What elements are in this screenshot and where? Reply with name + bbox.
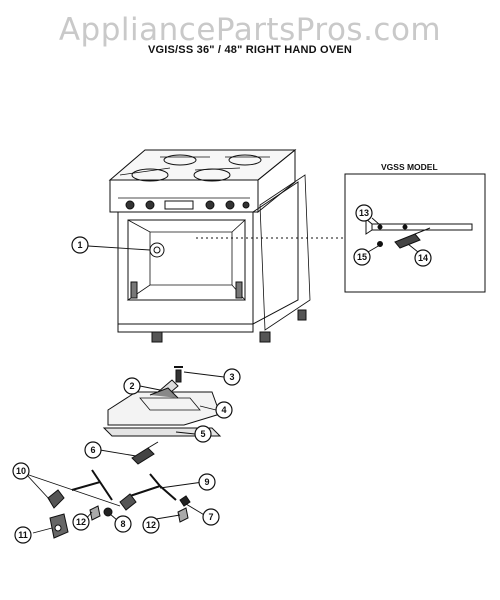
svg-text:2: 2 — [129, 381, 134, 391]
part-12-clip-b — [177, 507, 189, 523]
callout-1: 1 — [71, 236, 89, 254]
part-9-tubes — [71, 469, 177, 501]
diagram-title: VGIS/SS 36" / 48" RIGHT HAND OVEN — [147, 44, 353, 56]
callout-5: 5 — [194, 425, 212, 443]
part-3-screw — [174, 366, 183, 383]
svg-text:3: 3 — [229, 372, 234, 382]
callout-7: 7 — [202, 508, 220, 526]
svg-text:9: 9 — [204, 477, 209, 487]
svg-text:13: 13 — [359, 208, 369, 218]
svg-text:8: 8 — [120, 519, 125, 529]
callout-15: 15 — [353, 248, 371, 266]
svg-text:15: 15 — [357, 252, 367, 262]
callout-12-left: 12 — [72, 513, 90, 531]
callout-12-right: 12 — [142, 516, 160, 534]
callout-9: 9 — [198, 473, 216, 491]
svg-text:10: 10 — [16, 466, 26, 476]
callout-8: 8 — [114, 515, 132, 533]
inset-model-label: VGSS MODEL — [381, 162, 438, 172]
svg-text:12: 12 — [76, 517, 86, 527]
svg-text:14: 14 — [418, 253, 428, 263]
svg-text:12: 12 — [146, 520, 156, 530]
svg-text:4: 4 — [221, 405, 226, 415]
part-12-clip-a — [89, 505, 101, 521]
oven-cabinet — [108, 148, 345, 343]
part-11-valve — [49, 513, 69, 539]
svg-text:5: 5 — [200, 429, 205, 439]
callout-10: 10 — [12, 462, 30, 480]
callout-3: 3 — [223, 368, 241, 386]
svg-text:1: 1 — [77, 240, 82, 250]
callout-11: 11 — [14, 526, 32, 544]
leader-lines — [25, 217, 419, 534]
watermark: AppliancePartsPros.com — [58, 12, 442, 48]
callout-13: 13 — [355, 204, 373, 222]
part-7-fitting — [179, 495, 191, 507]
part-10-valves — [47, 489, 137, 511]
callout-14: 14 — [414, 249, 432, 267]
callout-6: 6 — [84, 441, 102, 459]
part-6-igniter — [131, 441, 159, 465]
svg-text:6: 6 — [90, 445, 95, 455]
svg-text:11: 11 — [18, 530, 28, 540]
callout-4: 4 — [215, 401, 233, 419]
callout-2: 2 — [123, 377, 141, 395]
svg-text:7: 7 — [208, 512, 213, 522]
vgss-model-inset — [344, 173, 486, 293]
part-4-burner-cover — [107, 387, 221, 426]
